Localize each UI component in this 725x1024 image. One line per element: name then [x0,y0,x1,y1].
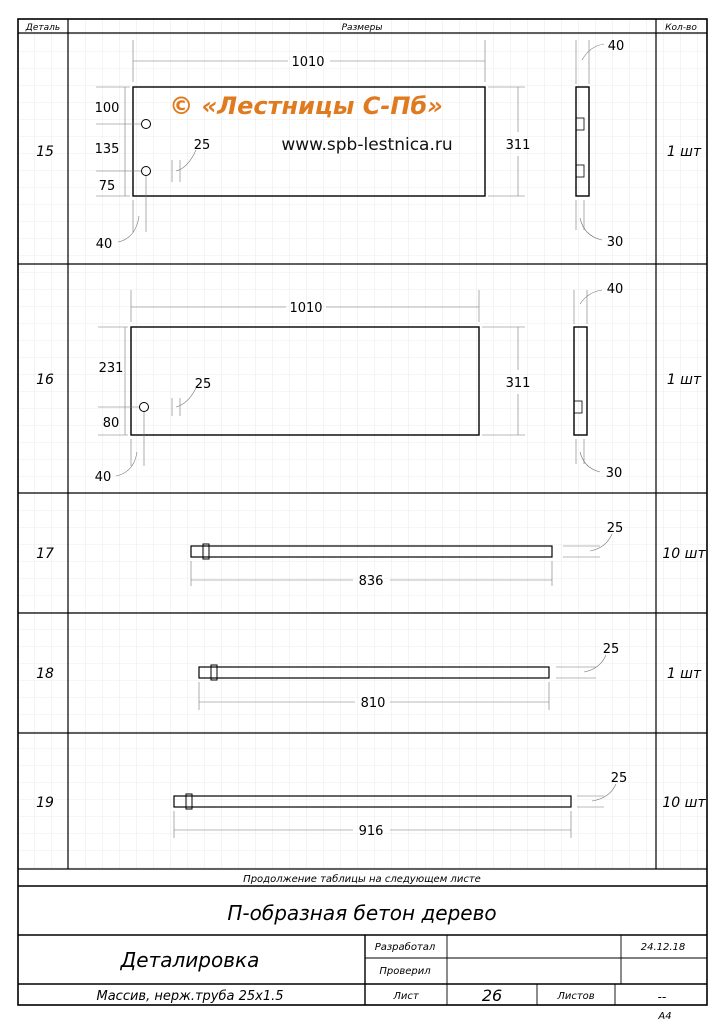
part-16-edge: 40 [95,470,112,485]
part-16-hole-dia: 25 [195,377,212,392]
row-19-part: 19 [36,795,54,811]
part-16-hole-top: 231 [99,361,124,376]
material: Массив, нерж.труба 25x1.5 [97,989,284,1004]
part-16-hole-bot: 80 [103,416,120,431]
row-15-part: 15 [36,144,54,160]
part-18-tube [198,666,550,679]
part-15-dimensions: 1010 311 100 135 75 25 40 40 30 [95,39,625,252]
project-title: П-образная бетон дерево [227,901,496,925]
part-15-board [132,86,486,197]
part-15-drawing [96,40,605,243]
part-16-thickness: 40 [607,282,624,297]
part-16-length: 1010 [289,301,322,316]
row-18-part: 18 [36,666,54,682]
part-15-thickness: 40 [608,39,625,54]
part-16-slot: 30 [606,466,623,481]
header-qty: Кол-во [665,23,697,33]
part-15-hole-top: 100 [95,101,120,116]
paper-format: А4 [657,1011,671,1022]
part-17-dia: 25 [607,521,624,536]
row-17-part: 17 [36,546,54,562]
part-15-hole-bot: 75 [99,179,116,194]
sheet-number: 26 [482,986,502,1005]
part-15-side-view [575,86,590,197]
sheet-label: Лист [392,991,420,1002]
part-17-tube [190,545,553,558]
part-15-slot: 30 [607,235,624,250]
row-16-qty: 1 шт [667,372,702,388]
part-15-length: 1010 [291,55,324,70]
part-18-dia: 25 [603,642,620,657]
row-18-qty: 1 шт [667,666,702,682]
continuation-note: Продолжение таблицы на следующем листе [243,873,481,885]
header-part: Деталь [25,23,60,33]
part-19-length: 916 [359,824,384,839]
part-19-drawing [173,783,617,838]
part-17-drawing [190,533,613,586]
part-19-tube [173,795,572,808]
checked-label: Проверил [379,966,431,977]
part-15-hole-mid: 135 [95,142,120,157]
part-16-side-view [573,326,588,436]
part-18-length: 810 [361,696,386,711]
part-19-dia: 25 [611,771,628,786]
row-19-qty: 10 шт [662,795,706,811]
part-16-drawing [98,289,603,477]
part-15-height: 311 [506,138,531,153]
sheets-value: -- [658,990,667,1004]
part-17-length: 836 [359,574,384,589]
sheet-frame [17,18,708,1006]
part-16-height: 311 [506,376,531,391]
watermark-brand: © «Лестницы С-Пб» [169,92,443,120]
row-17-qty: 10 шт [662,546,706,562]
doc-title: Деталировка [120,948,260,972]
date: 24.12.18 [641,942,686,953]
part-15-edge: 40 [96,237,113,252]
header-dims: Размеры [342,23,383,33]
developed-label: Разработал [375,941,436,953]
row-15-qty: 1 шт [667,144,702,160]
part-18-drawing [198,654,607,710]
watermark-site: www.spb-lestnica.ru [281,135,452,155]
part-15-hole-dia: 25 [194,138,211,153]
row-16-part: 16 [36,372,54,388]
part-16-board [130,326,480,436]
sheets-label: Листов [556,991,594,1002]
part-16-dimensions: 1010 311 231 80 25 40 40 30 [95,282,624,485]
